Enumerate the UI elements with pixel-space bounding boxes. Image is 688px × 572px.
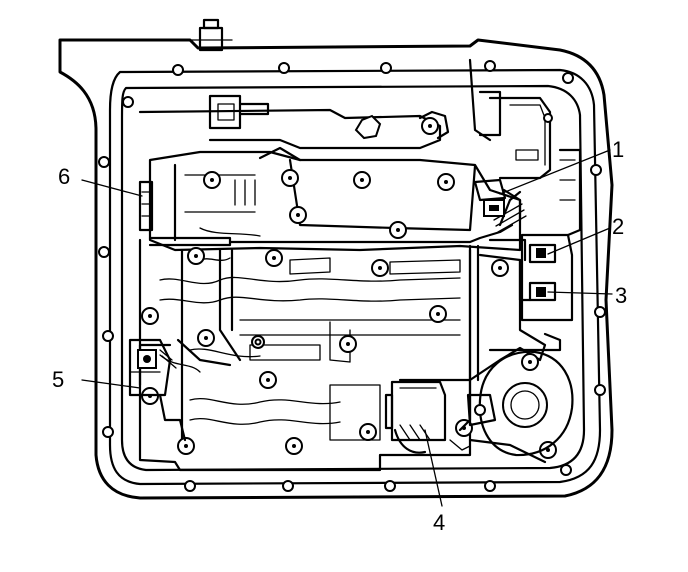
case-outline	[58, 18, 614, 500]
valve-body-bolts	[141, 117, 557, 459]
perimeter-bolt-holes	[98, 60, 606, 492]
callout-label-5: 5	[52, 367, 64, 392]
leader-lines	[81, 149, 613, 507]
callout-label-2: 2	[612, 214, 624, 239]
callout-label-6: 6	[58, 164, 70, 189]
left-connectors-5-6	[128, 180, 187, 442]
callout-label-3: 3	[615, 283, 627, 308]
solenoid-4	[384, 380, 471, 454]
callout-label-4: 4	[433, 510, 445, 535]
leader-line-4	[424, 429, 443, 507]
leader-line-5	[81, 379, 141, 389]
valve-body-lower	[138, 238, 547, 472]
solenoid-connectors-2-3	[520, 148, 582, 322]
valve-body-main	[148, 146, 522, 252]
leader-line-1	[499, 149, 611, 195]
leader-line-3	[547, 291, 613, 295]
leader-line-2	[547, 227, 611, 255]
detent-lever	[138, 58, 553, 180]
leader-line-6	[81, 179, 143, 197]
connector-1	[473, 178, 522, 222]
callout-label-1: 1	[612, 137, 624, 162]
servo-assembly	[466, 332, 574, 464]
callout-labels: 1 2 3 4 5 6	[52, 137, 627, 535]
wiring-harness	[138, 190, 532, 432]
